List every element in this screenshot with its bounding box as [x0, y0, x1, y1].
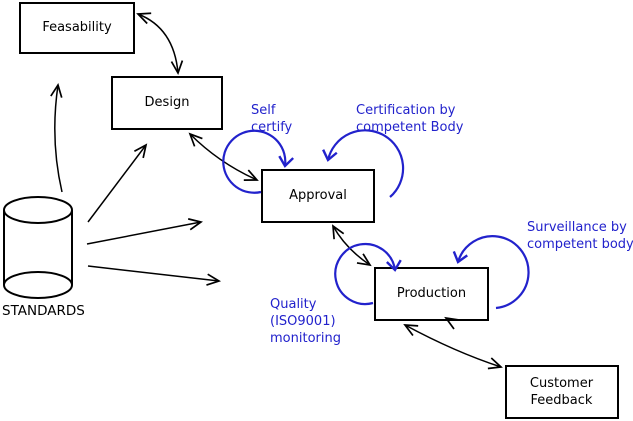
arrow-design-approval [188, 132, 259, 181]
extra-arrowhead-production-bottom [444, 316, 460, 330]
cylinder-top-ellipse [3, 196, 73, 224]
production-box [374, 267, 489, 321]
customer-feedback-box [505, 365, 619, 419]
arrow-approval-production [331, 224, 372, 267]
arrow-feasability-design [136, 12, 184, 76]
arrow-production-feedback [403, 324, 503, 370]
loop-production-surveillance [452, 235, 530, 310]
arrow-standards-to-production [87, 265, 222, 286]
arrow-standards-to-feasability [50, 82, 63, 193]
approval-box [261, 169, 375, 223]
arrow-standards-to-approval [86, 218, 204, 245]
standards-cylinder [3, 196, 73, 299]
design-box [111, 76, 223, 130]
loop-approval-certification [322, 129, 405, 198]
cylinder-bottom-ellipse [3, 271, 73, 299]
arrow-standards-to-design [87, 143, 148, 223]
feasability-box [19, 2, 135, 54]
loop-production-quality [334, 242, 402, 306]
loop-approval-self-certify [222, 129, 294, 194]
